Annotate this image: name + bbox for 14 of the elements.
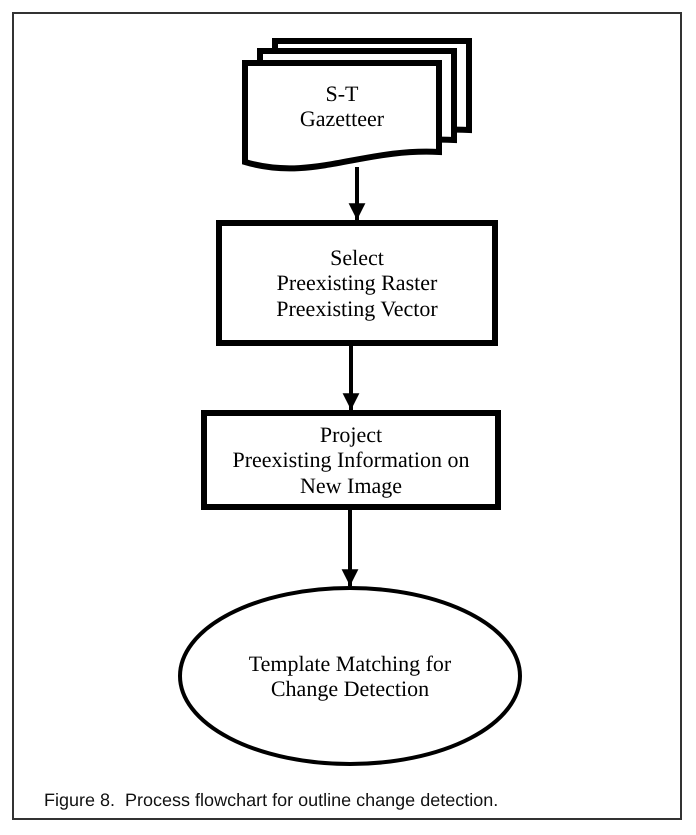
- node-label: Project: [320, 422, 382, 448]
- arrow: [342, 510, 358, 586]
- process-box: [201, 410, 501, 510]
- node-label: S-T Gazetteer: [298, 80, 386, 132]
- node-label: Select: [330, 245, 384, 270]
- process-box: [216, 220, 498, 346]
- arrow: [348, 167, 366, 220]
- terminal-ellipse: [178, 586, 522, 766]
- figure-caption: Figure 8. Process flowchart for outline change detection.: [44, 790, 498, 811]
- node-label: Preexisting Raster: [276, 270, 438, 296]
- node-label: Template Matching for Change Detection: [248, 650, 452, 702]
- arrow: [342, 346, 360, 410]
- node-label: Preexisting Information on New Image: [231, 447, 471, 498]
- node-label: Preexisting Vector: [276, 296, 438, 321]
